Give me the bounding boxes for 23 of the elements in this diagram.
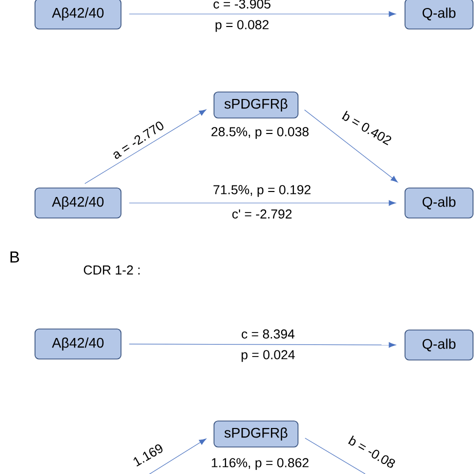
edge-label: c = 8.394 (242, 329, 294, 339)
arrow (304, 110, 398, 182)
arrow (128, 11, 396, 17)
variable-box: sPDGFRβ (214, 92, 298, 118)
variable-box: sPDGFRβ (214, 420, 298, 448)
variable-box: Q-alb (404, 0, 474, 30)
section-heading: CDR 1-2 : (84, 265, 140, 275)
effect-label: 71.5%, p = 0.192 (214, 185, 310, 197)
panel-letter: B (10, 252, 19, 262)
p-value-label: p = 0.024 (242, 350, 295, 362)
variable-box: Q-alb (404, 330, 474, 360)
arrow (128, 200, 396, 206)
effect-label: 28.5%, p = 0.038 (212, 127, 309, 139)
variable-box: Aβ42/40 (34, 188, 122, 218)
arrow (128, 342, 396, 348)
variable-box: Aβ42/40 (34, 328, 122, 360)
effect-label: 1.16%, p = 0.862 (212, 458, 308, 470)
edge-label: b = -0.08 (348, 435, 395, 468)
arrow (84, 110, 206, 184)
variable-box: Aβ42/40 (34, 0, 122, 30)
p-value-label: p = 0.082 (216, 20, 269, 32)
variable-box: Q-alb (404, 188, 474, 218)
edge-label: c' = -2.792 (232, 209, 292, 219)
